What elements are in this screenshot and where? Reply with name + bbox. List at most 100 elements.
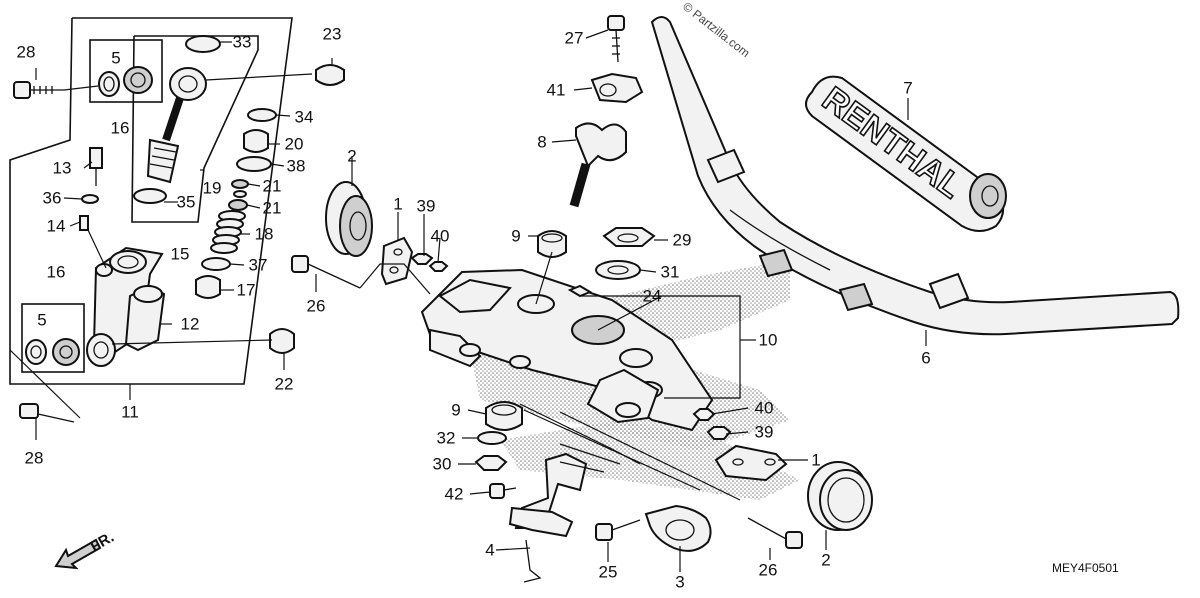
callout-15: 15	[171, 245, 190, 264]
callout-42: 42	[445, 485, 464, 504]
grip-brand-text: RENTHAL	[815, 80, 969, 206]
washer-32	[477, 431, 507, 445]
callout-39: 39	[417, 197, 436, 216]
callout-21: 21	[263, 177, 282, 196]
callout-37: 37	[249, 256, 268, 275]
clamp-3	[644, 504, 712, 552]
holder-lower-8	[569, 122, 627, 208]
bolt-28-bottom	[19, 403, 75, 423]
callout-34: 34	[295, 108, 314, 127]
callout-1b: 1	[811, 451, 820, 470]
callout-10: 10	[759, 331, 778, 350]
bolt-26-right	[747, 517, 803, 549]
bolt-25	[595, 519, 641, 541]
callout-20: 20	[285, 135, 304, 154]
holder-upper-41	[590, 72, 644, 104]
collar-16-bottom	[52, 338, 80, 366]
bolt-28-top	[13, 81, 64, 99]
steering-damper-group	[9, 17, 345, 440]
nut-40-left	[428, 261, 449, 272]
diagram-code: MEY4F0501	[1052, 561, 1119, 575]
watermark-text: © Partzilla.com	[680, 0, 752, 60]
callout-17: 17	[237, 281, 256, 300]
callout-5b: 5	[37, 311, 46, 330]
callout-33: 33	[233, 33, 252, 52]
callout-7: 7	[903, 79, 912, 98]
callout-1: 1	[393, 195, 402, 214]
nut-30	[474, 455, 508, 471]
group-11-outline	[9, 17, 293, 385]
callout-6: 6	[921, 349, 930, 368]
stipple-shade-lower	[500, 420, 800, 500]
bolt-42	[489, 483, 517, 499]
nut-39-right	[706, 426, 732, 440]
pin-14	[79, 215, 89, 231]
bolt-26-left	[291, 255, 361, 289]
front-direction-arrow: FR.	[54, 529, 117, 570]
washer-36	[81, 194, 99, 204]
callout-28: 28	[17, 43, 36, 62]
callout-41: 41	[547, 81, 566, 100]
bracket-1-right	[714, 444, 788, 482]
callout-2: 2	[347, 147, 356, 166]
washer-21a	[231, 179, 249, 189]
washer-31	[595, 260, 641, 280]
nut-29	[602, 227, 656, 247]
callout-25: 25	[599, 563, 618, 582]
oring-37	[201, 257, 231, 271]
callout-5: 5	[111, 49, 120, 68]
spring-18	[210, 210, 246, 254]
callout-26b: 26	[759, 561, 778, 580]
rubber-9-bottom	[485, 401, 523, 431]
ring-19	[233, 190, 247, 198]
callout-23: 23	[323, 25, 342, 44]
callout-2b: 2	[821, 551, 830, 570]
dust-cap-2-right	[807, 461, 873, 531]
bushing-5-bottom	[25, 339, 47, 365]
callout-32: 32	[437, 429, 456, 448]
collar-16-top	[123, 66, 153, 94]
cap-22	[269, 328, 295, 354]
callout-29: 29	[673, 231, 692, 250]
handlebar-6	[650, 16, 1180, 336]
callout-27: 27	[565, 29, 584, 48]
washer-35	[133, 188, 167, 204]
callout-31: 31	[661, 263, 680, 282]
nut-39-left	[410, 253, 434, 265]
callout-36: 36	[43, 189, 62, 208]
clip-24	[567, 284, 593, 298]
dust-cap-2-left	[325, 181, 373, 257]
rubber-9-top	[537, 230, 567, 258]
callout-3: 3	[675, 573, 684, 592]
callout-40: 40	[431, 227, 450, 246]
top-bridge-10	[420, 268, 714, 432]
callout-12: 12	[181, 315, 200, 334]
callout-19: 19	[203, 179, 222, 198]
group-15-outline	[131, 35, 259, 223]
cap-20	[243, 129, 269, 153]
callout-22: 22	[275, 375, 294, 394]
callout-28b: 28	[25, 449, 44, 468]
callout-16: 16	[111, 119, 130, 138]
bracket-1-left	[380, 236, 414, 286]
damper-body-12	[86, 246, 166, 367]
washer-21b	[228, 199, 248, 211]
callout-24: 24	[643, 287, 662, 306]
callout-38: 38	[287, 157, 306, 176]
callout-4: 4	[485, 541, 494, 560]
callout-13: 13	[53, 159, 72, 178]
grip-7: RENTHAL	[805, 75, 1007, 232]
valve-13	[89, 147, 103, 186]
callout-26: 26	[307, 297, 326, 316]
callout-11: 11	[121, 403, 139, 422]
bolt-27	[607, 15, 625, 63]
callout-39b: 39	[755, 423, 774, 442]
nut-40-right	[692, 408, 716, 421]
callout-16b: 16	[47, 263, 66, 282]
cap-23	[315, 64, 345, 86]
oring-34	[247, 108, 277, 122]
callout-18: 18	[255, 225, 274, 244]
cap-17	[195, 275, 221, 299]
group-16-bottom-box	[21, 303, 85, 373]
